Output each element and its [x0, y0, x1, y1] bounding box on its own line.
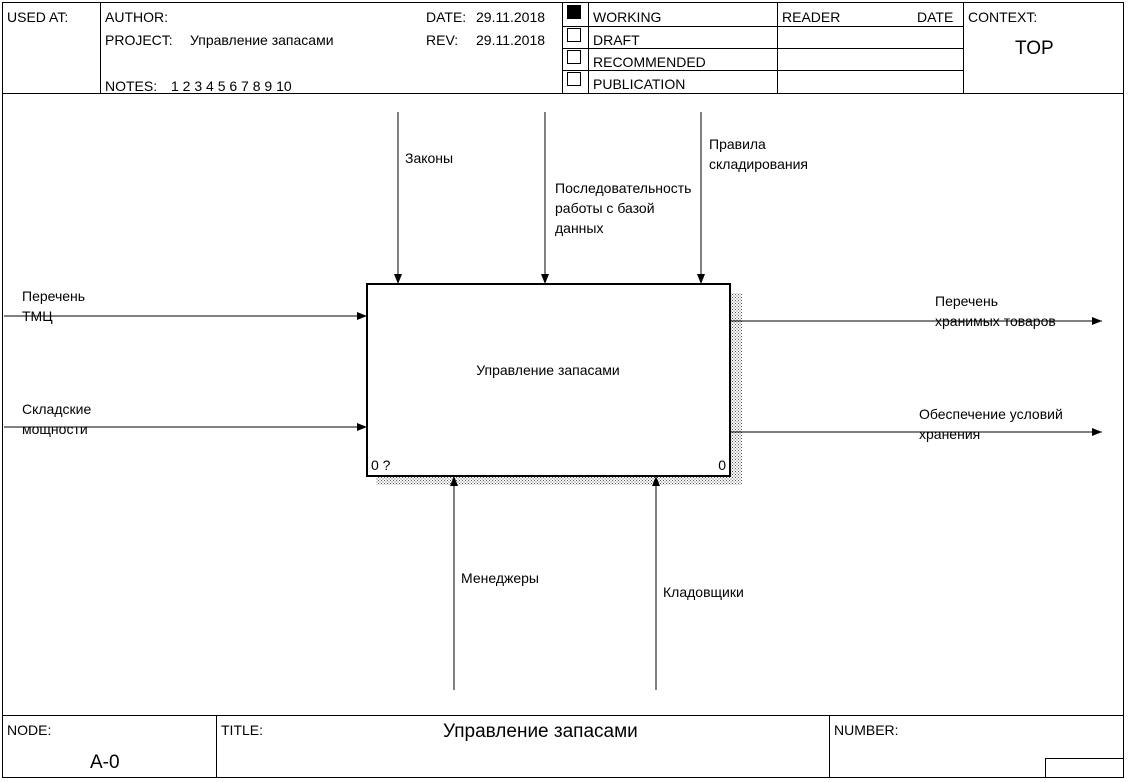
project-label: PROJECT:	[105, 32, 173, 48]
activity-node-number: 0 ?	[371, 457, 391, 473]
activity-box[interactable]	[366, 283, 731, 477]
activity-cost-label: 0	[718, 457, 726, 473]
control-label-1: Законы	[405, 150, 453, 166]
footer-title-value: Управление запасами	[443, 721, 638, 742]
mechanism-label-1: Менеджеры	[461, 570, 539, 586]
mechanism-label-2: Кладовщики	[663, 584, 744, 600]
context-value: TOP	[1015, 38, 1054, 59]
status-checkbox-recommended[interactable]	[567, 50, 581, 64]
reader-date-label: DATE	[917, 9, 954, 25]
date-label: DATE:	[426, 9, 467, 25]
status-checkbox-draft[interactable]	[567, 28, 581, 42]
status-publication-label: PUBLICATION	[593, 76, 686, 92]
reader-label: READER	[782, 9, 841, 25]
author-label: AUTHOR:	[105, 9, 168, 25]
notes-label: NOTES:	[105, 78, 158, 94]
status-working-label: WORKING	[593, 9, 662, 25]
project-value: Управление запасами	[190, 32, 334, 48]
number-label: NUMBER:	[834, 722, 899, 738]
notes-value: 1 2 3 4 5 6 7 8 9 10	[171, 78, 292, 94]
rev-value: 29.11.2018	[476, 32, 546, 48]
activity-title: Управление запасами	[476, 362, 620, 378]
status-checkbox-publication[interactable]	[567, 72, 581, 86]
status-draft-label: DRAFT	[593, 32, 640, 48]
header-bottom-border	[2, 93, 1124, 94]
date-value: 29.11.2018	[476, 9, 546, 25]
status-checkbox-working[interactable]	[567, 5, 581, 19]
used-at-label: USED AT:	[7, 9, 69, 25]
footer-top-border	[2, 715, 1124, 716]
node-label: NODE:	[7, 722, 52, 738]
node-value: A-0	[90, 752, 120, 773]
rev-label: REV:	[426, 32, 459, 48]
status-recommended-label: RECOMMENDED	[593, 54, 706, 70]
context-label: CONTEXT:	[968, 9, 1038, 25]
title-label: TITLE:	[221, 722, 264, 738]
